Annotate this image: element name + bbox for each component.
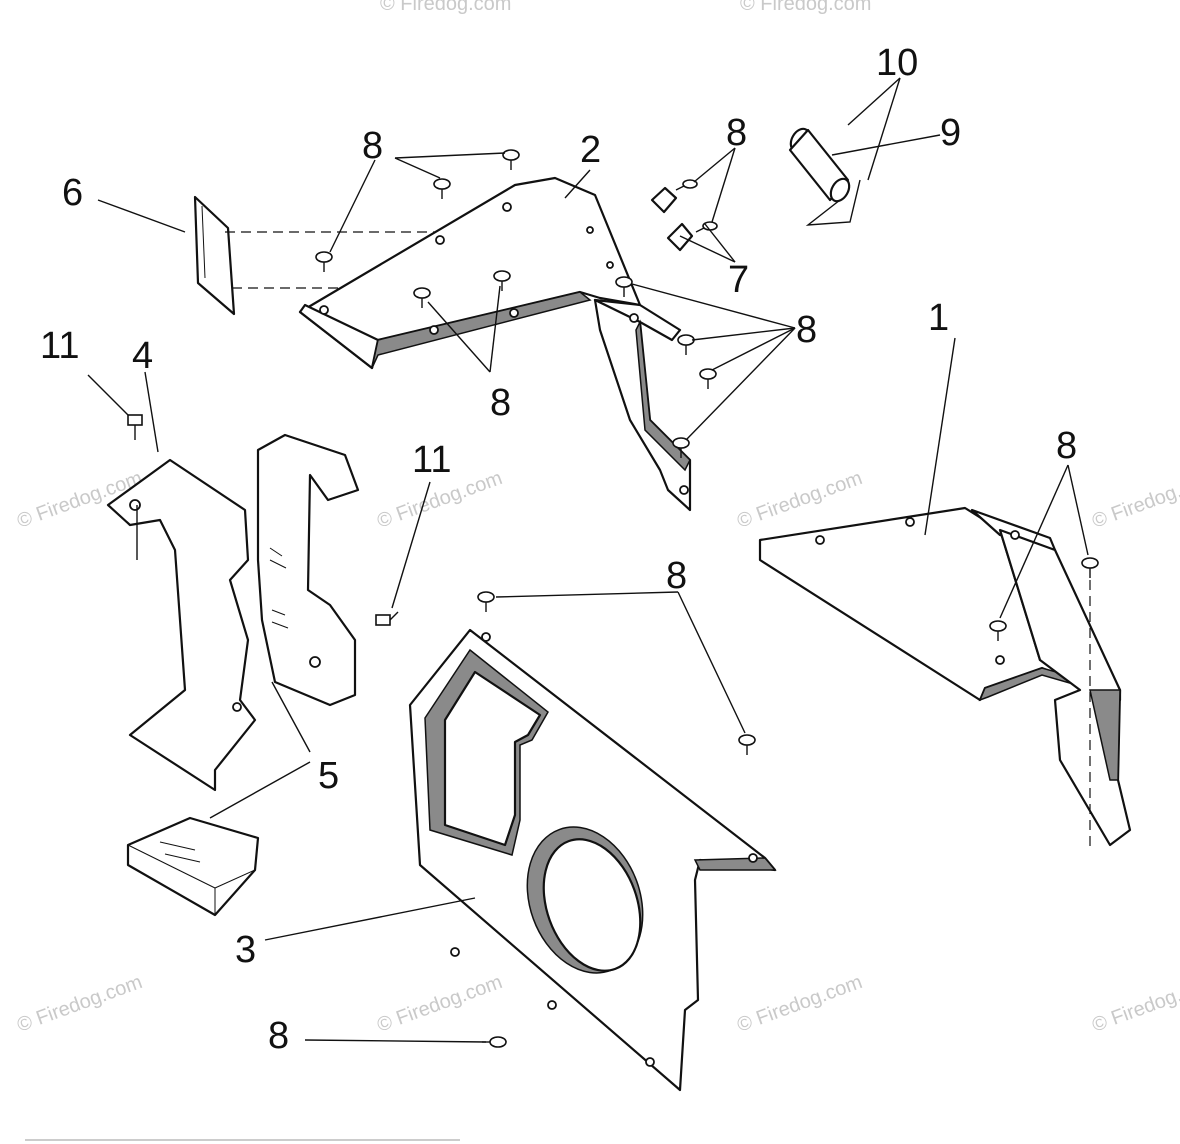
callout-6: 6 xyxy=(62,172,83,214)
watermark: © Firedog.com xyxy=(1089,971,1180,1037)
callout-8: 8 xyxy=(796,309,817,351)
screw-icon xyxy=(493,270,511,291)
clip-nut xyxy=(666,222,694,252)
mount-hole xyxy=(748,853,758,863)
callout-11: 11 xyxy=(412,439,451,481)
screw-icon xyxy=(413,287,431,308)
mount-hole xyxy=(502,202,512,212)
screw-icon xyxy=(675,179,698,191)
callout-11: 11 xyxy=(40,325,79,367)
mount-hole xyxy=(995,655,1005,665)
mount-hole xyxy=(450,947,460,957)
part-9-capacitor xyxy=(788,127,861,226)
part-3-main-panel xyxy=(408,628,777,1092)
watermark: © Firedog.com xyxy=(1089,467,1180,533)
watermark: © Firedog.com xyxy=(734,467,865,533)
callout-8: 8 xyxy=(1056,425,1077,467)
callout-labels: 1 2 3 4 5 6 7 8 8 8 8 8 8 8 9 10 11 11 xyxy=(40,42,1077,1057)
mount-hole xyxy=(586,226,594,234)
mount-hole xyxy=(606,261,614,269)
screw-icon xyxy=(615,276,633,297)
callout-2: 2 xyxy=(580,129,601,171)
screw-icon xyxy=(477,591,495,612)
mount-hole xyxy=(435,235,445,245)
part-4-left-bracket xyxy=(106,458,257,792)
mount-hole xyxy=(645,1057,655,1067)
mount-hole xyxy=(1010,530,1020,540)
callout-8: 8 xyxy=(268,1015,289,1057)
screw-icon xyxy=(989,620,1007,641)
callout-9: 9 xyxy=(940,112,961,154)
watermark: © Firedog.com xyxy=(374,971,505,1037)
watermark: © Firedog.com xyxy=(740,0,871,15)
part-5-small-block xyxy=(126,816,260,917)
screw-icon xyxy=(315,251,333,272)
callout-8: 8 xyxy=(362,125,383,167)
mount-hole xyxy=(309,656,321,668)
screw-icon xyxy=(433,178,451,199)
mount-hole xyxy=(129,499,141,511)
mount-hole xyxy=(319,305,329,315)
part-2-upper-shroud xyxy=(298,176,692,512)
callout-4: 4 xyxy=(132,335,153,377)
watermark: © Firedog.com xyxy=(734,971,865,1037)
mount-hole xyxy=(232,702,242,712)
callout-5: 5 xyxy=(318,755,339,797)
part-1-right-shroud xyxy=(758,506,1132,850)
callout-8: 8 xyxy=(666,555,687,597)
mount-hole xyxy=(429,325,439,335)
callout-3: 3 xyxy=(235,929,256,971)
screw-icon xyxy=(677,334,695,355)
watermark: © Firedog.com xyxy=(14,971,145,1037)
screw-icon xyxy=(699,368,717,389)
leader-lines xyxy=(87,77,1089,1043)
screw-icon xyxy=(738,734,756,755)
part-6-gasket xyxy=(193,195,236,316)
callout-8: 8 xyxy=(726,112,747,154)
screw-icon xyxy=(502,149,520,170)
mount-hole xyxy=(905,517,915,527)
callout-8: 8 xyxy=(490,382,511,424)
watermark: © Firedog.com xyxy=(380,0,511,15)
mount-hole xyxy=(509,308,519,318)
clip-nut xyxy=(650,186,678,214)
mount-hole xyxy=(815,535,825,545)
callout-1: 1 xyxy=(928,297,949,339)
callout-7: 7 xyxy=(728,259,749,301)
part-7-clip-nuts xyxy=(650,186,694,252)
bolt-icon xyxy=(127,414,143,440)
callout-10: 10 xyxy=(876,42,918,84)
mount-hole xyxy=(679,485,689,495)
screw-icon xyxy=(1081,557,1099,578)
mount-hole xyxy=(629,313,639,323)
mount-hole xyxy=(547,1000,557,1010)
screw-icon xyxy=(672,437,690,458)
bolt-icon xyxy=(375,611,399,626)
part-5-long-bracket xyxy=(256,433,360,707)
mount-hole xyxy=(481,632,491,642)
